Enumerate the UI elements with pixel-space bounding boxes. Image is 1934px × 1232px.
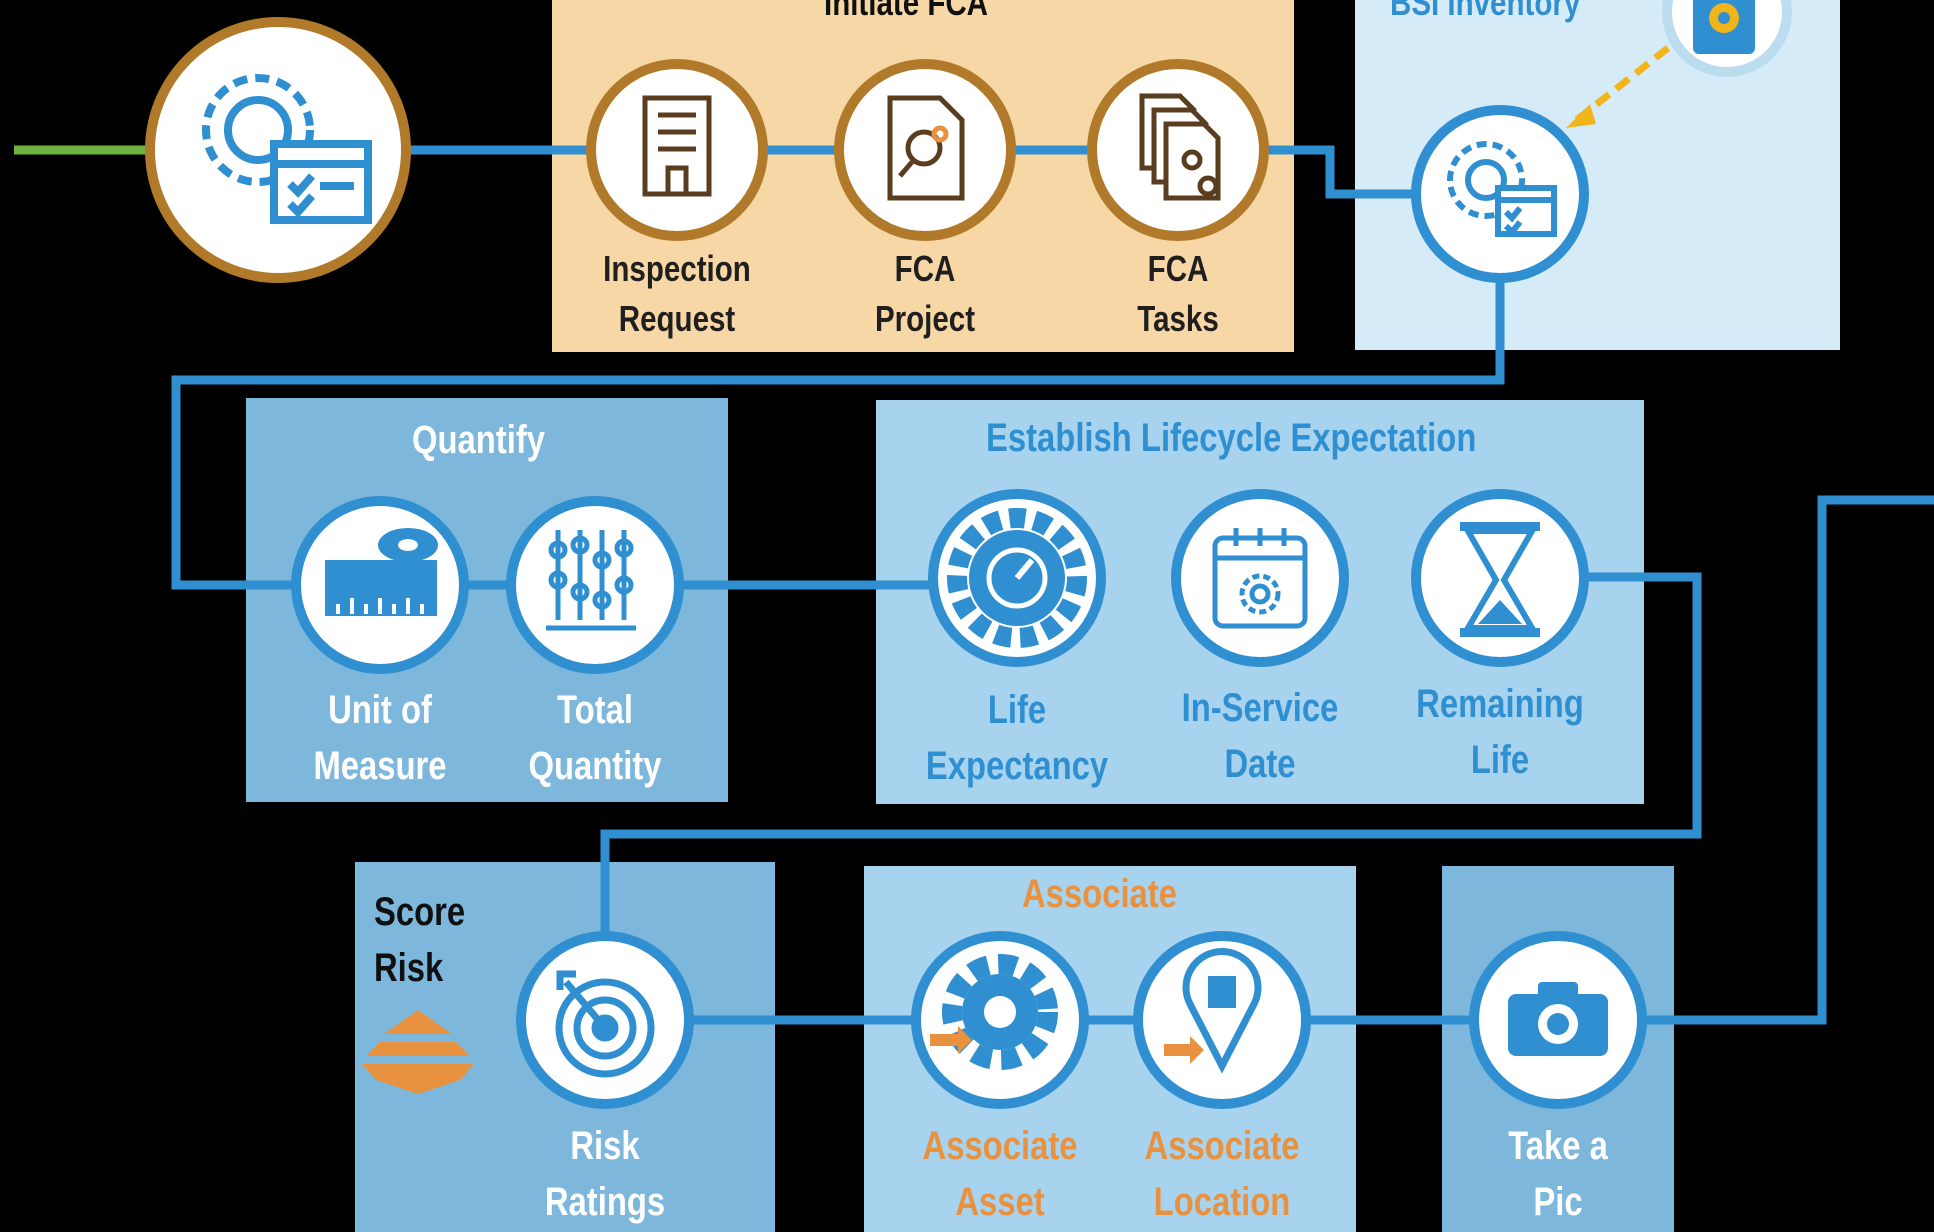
- stacked-documents-icon: [1139, 93, 1221, 201]
- node-fca-tasks: [1087, 59, 1269, 241]
- calendar-gear-icon: [1212, 528, 1308, 629]
- label-line1: Inspection: [603, 248, 751, 289]
- label-line1: Associate: [1144, 1124, 1300, 1168]
- label-line1: In-Service: [1181, 686, 1339, 730]
- node-associate-asset: [911, 931, 1089, 1109]
- app-gear-icon: [1693, 0, 1755, 54]
- initiate-title: Initiate FCA: [824, 0, 989, 23]
- target-icon: [555, 970, 655, 1078]
- label-inspection-request: Inspection Request: [587, 244, 767, 345]
- label-fca-project: FCA Project: [835, 244, 1015, 345]
- label-take-a-pic: Take a Pic: [1468, 1118, 1648, 1230]
- gear-checklist-icon: [202, 74, 372, 224]
- label-line2: Date: [1224, 742, 1296, 786]
- node-total-quantity: [506, 496, 684, 674]
- label-associate-asset: Associate Asset: [902, 1118, 1099, 1230]
- arrow-head-icon: [1566, 104, 1596, 128]
- label-line1: Risk: [570, 1124, 640, 1168]
- label-line1: Remaining: [1416, 682, 1584, 726]
- inventory-feed-arrow: [1571, 45, 1671, 125]
- node-inspection-request: [586, 59, 768, 241]
- label-remaining-life: Remaining Life: [1398, 676, 1603, 788]
- label-line2: Quantity: [528, 744, 662, 788]
- label-line2: Ratings: [544, 1180, 666, 1224]
- label-total-quantity: Total Quantity: [501, 682, 690, 794]
- label-line2: Asset: [955, 1180, 1045, 1224]
- inventory-source: [1662, 0, 1792, 77]
- document-search-icon: [887, 95, 965, 201]
- gauge-gear-icon: [947, 508, 1087, 648]
- gear-swap-icon: [930, 954, 1058, 1070]
- label-associate-location: Associate Location: [1124, 1118, 1321, 1230]
- risk-title-line1: Score: [374, 890, 466, 934]
- hourglass-icon: [1460, 522, 1540, 637]
- node-life-expectancy: [928, 489, 1106, 667]
- label-line2: Pic: [1533, 1180, 1583, 1224]
- label-line2: Life: [1470, 738, 1530, 782]
- pyramid-icon: [362, 1010, 474, 1094]
- node-fca-project: [834, 59, 1016, 241]
- label-unit-of-measure: Unit of Measure: [286, 682, 475, 794]
- label-line2: Request: [618, 298, 736, 340]
- label-line1: Take a: [1508, 1124, 1608, 1168]
- label-line2: Measure: [313, 744, 447, 788]
- location-pin-icon: [1164, 948, 1262, 1074]
- risk-title-line2: Risk: [374, 946, 444, 990]
- label-line2: Tasks: [1137, 298, 1219, 340]
- building-icon: [642, 95, 712, 197]
- node-in-service-date: [1171, 489, 1349, 667]
- quantify-title: Quantify: [412, 418, 546, 462]
- label-line1: Unit of: [328, 688, 432, 732]
- inventory-title: BSI Inventory: [1390, 0, 1581, 23]
- associate-title: Associate: [1022, 872, 1177, 916]
- node-unit-of-measure: [291, 496, 469, 674]
- label-line2: Location: [1153, 1180, 1291, 1224]
- label-life-expectancy: Life Expectancy: [915, 682, 1120, 794]
- label-risk-ratings: Risk Ratings: [515, 1118, 695, 1230]
- label-line1: Associate: [922, 1124, 1078, 1168]
- node-take-a-pic: [1469, 931, 1647, 1109]
- label-line2: Expectancy: [925, 744, 1109, 788]
- gear-checklist-icon: [1447, 141, 1557, 237]
- label-line1: FCA: [1147, 248, 1209, 289]
- tape-measure-icon: [325, 528, 438, 616]
- abacus-icon: [546, 530, 636, 631]
- node-associate-location: [1133, 931, 1311, 1109]
- lifecycle-title: Establish Lifecycle Expectation: [986, 416, 1477, 460]
- camera-icon: [1508, 982, 1608, 1056]
- label-line1: Life: [987, 688, 1047, 732]
- label-line1: Total: [557, 688, 633, 732]
- label-line1: FCA: [894, 248, 956, 289]
- node-remaining-life: [1411, 489, 1589, 667]
- start-node: [145, 17, 411, 283]
- label-fca-tasks: FCA Tasks: [1088, 244, 1268, 345]
- node-risk-ratings: [516, 931, 694, 1109]
- inventory-node: [1411, 105, 1589, 283]
- label-in-service-date: In-Service Date: [1158, 680, 1363, 792]
- label-line2: Project: [874, 298, 976, 340]
